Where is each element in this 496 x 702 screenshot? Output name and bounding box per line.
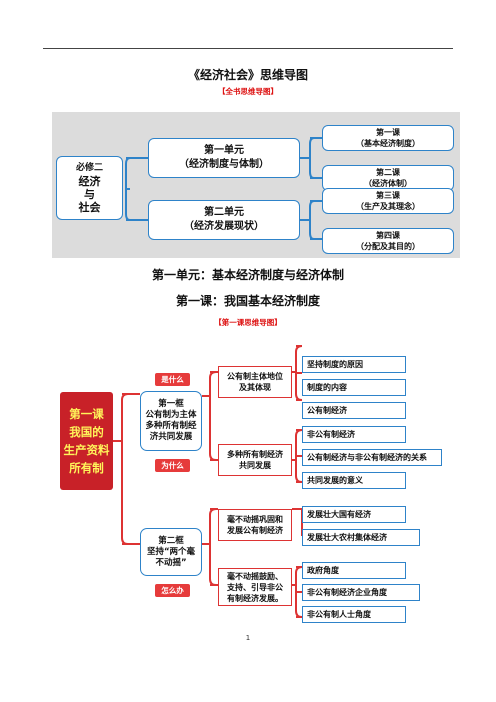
book-map-connectors [125,137,322,240]
lesson-root-line: 我国的 [69,425,104,439]
unit-heading: 第一单元：基本经济制度与经济体制 [151,268,344,282]
leaf-item: 坚持制度的原因 [302,356,406,373]
book-root-line: 必修二 [75,163,103,173]
book-map-tag: 【全书思维导图】 [218,87,278,96]
lesson-root-box: 第一课 我国的 生产资料 所有制 [60,392,113,490]
frame-2-box: 第二框 坚持“两个毫 不动摇” [140,528,202,576]
lesson-3-box: 第三课 （生产及其理念） [322,188,454,214]
mid-line: 毫不动摇鼓励、 [227,571,283,581]
unit-1-title: 第一单元 [204,145,244,156]
unit-1-box: 第一单元 （经济制度与体制） [148,138,300,178]
leaf-item: 政府角度 [302,562,406,579]
unit-2-title: 第二单元 [204,207,244,218]
frame-2-line: 不动摇” [155,557,187,568]
mid-line: 共同发展 [239,461,271,470]
book-root-line: 社会 [78,201,101,214]
tag-why: 为什么 [155,459,190,472]
lesson-root-line: 第一课 [69,407,104,421]
tag-how: 怎么办 [155,584,190,597]
mid-line: 有制经济发展。 [227,593,283,603]
lesson-heading: 第一课：我国基本经济制度 [175,294,320,308]
lesson-1-box: 第一课 （基本经济制度） [322,125,454,151]
lesson-1-subtitle: （基本经济制度） [356,139,420,148]
book-root-line: 与 [84,188,95,201]
lesson-2-box: 第二课 （经济体制） [322,165,454,191]
frame-2-line: 第二框 [158,535,184,546]
lesson-1-title: 第一课 [376,128,400,137]
mid-line: 多种所有制经济 [227,450,283,459]
lesson-4-subtitle: （分配及其目的） [356,242,420,251]
lesson-4-title: 第四课 [376,231,400,240]
frame-1-line: 公有制为主体 [145,410,197,420]
lesson-3-subtitle: （生产及其理念） [356,202,420,211]
lesson-4-box: 第四课 （分配及其目的） [322,228,454,254]
leaf-item: 非公有制经济 [302,426,406,443]
unit-1-subtitle: （经济制度与体制） [179,159,269,170]
leaf-item: 非公有制经济企业角度 [302,584,420,601]
frame-1-line: 第一框 [158,399,184,409]
leaf-item: 公有制经济与非公有制经济的关系 [302,449,442,466]
lesson-map-tag: 【第一课思维导图】 [214,318,282,327]
mid-line: 毫不动摇巩固和 [227,515,283,524]
lesson-root-line: 所有制 [69,461,104,475]
book-root-box: 必修二 经济 与 社会 [56,156,123,220]
lesson-2-title: 第二课 [376,168,400,177]
page-number: 1 [245,634,251,642]
lesson-2-subtitle: （经济体制） [364,179,412,188]
book-root-line: 经济 [78,175,101,188]
leaf-item: 非公有制人士角度 [302,606,406,623]
mid-line: 支持、引导非公 [227,582,283,592]
tag-what: 是什么 [155,373,190,386]
mid-box-3: 毫不动摇巩固和 发展公有制经济 [218,509,292,541]
header-rule [43,48,453,49]
book-mind-map: 必修二 经济 与 社会 第一单元 （经济制度与体制） 第二单元 （经济发展现状）… [52,112,460,258]
lesson-3-title: 第三课 [376,191,400,200]
unit-2-subtitle: （经济发展现状） [184,221,264,232]
lesson-mind-map: 第一课 我国的 生产资料 所有制 是什么 第一框 公有制为主体 多种所有制经 济… [60,336,450,623]
mid-line: 公有制主体地位 [227,372,283,381]
leaf-item: 制度的内容 [302,379,406,396]
frame-1-box: 第一框 公有制为主体 多种所有制经 济共同发展 [140,391,202,451]
mid-box-4: 毫不动摇鼓励、 支持、引导非公 有制经济发展。 [218,568,292,606]
frame-1-line: 济共同发展 [149,432,193,442]
document-title: 《经济社会》思维导图 [187,68,308,82]
mid-box-2: 多种所有制经济 共同发展 [218,444,292,476]
leaf-item: 发展壮大农村集体经济 [302,529,420,546]
unit-2-box: 第二单元 （经济发展现状） [148,200,300,240]
mid-line: 及其体现 [239,383,271,392]
mid-line: 发展公有制经济 [227,526,283,535]
frame-2-line: 坚持“两个毫 [146,546,196,557]
lesson-root-line: 生产资料 [63,443,110,457]
leaf-item: 发展壮大国有经济 [302,506,406,523]
mid-box-1: 公有制主体地位 及其体现 [218,366,292,398]
leaf-item: 公有制经济 [302,402,406,419]
leaf-item: 共同发展的意义 [302,472,406,489]
frame-1-line: 多种所有制经 [145,421,197,431]
